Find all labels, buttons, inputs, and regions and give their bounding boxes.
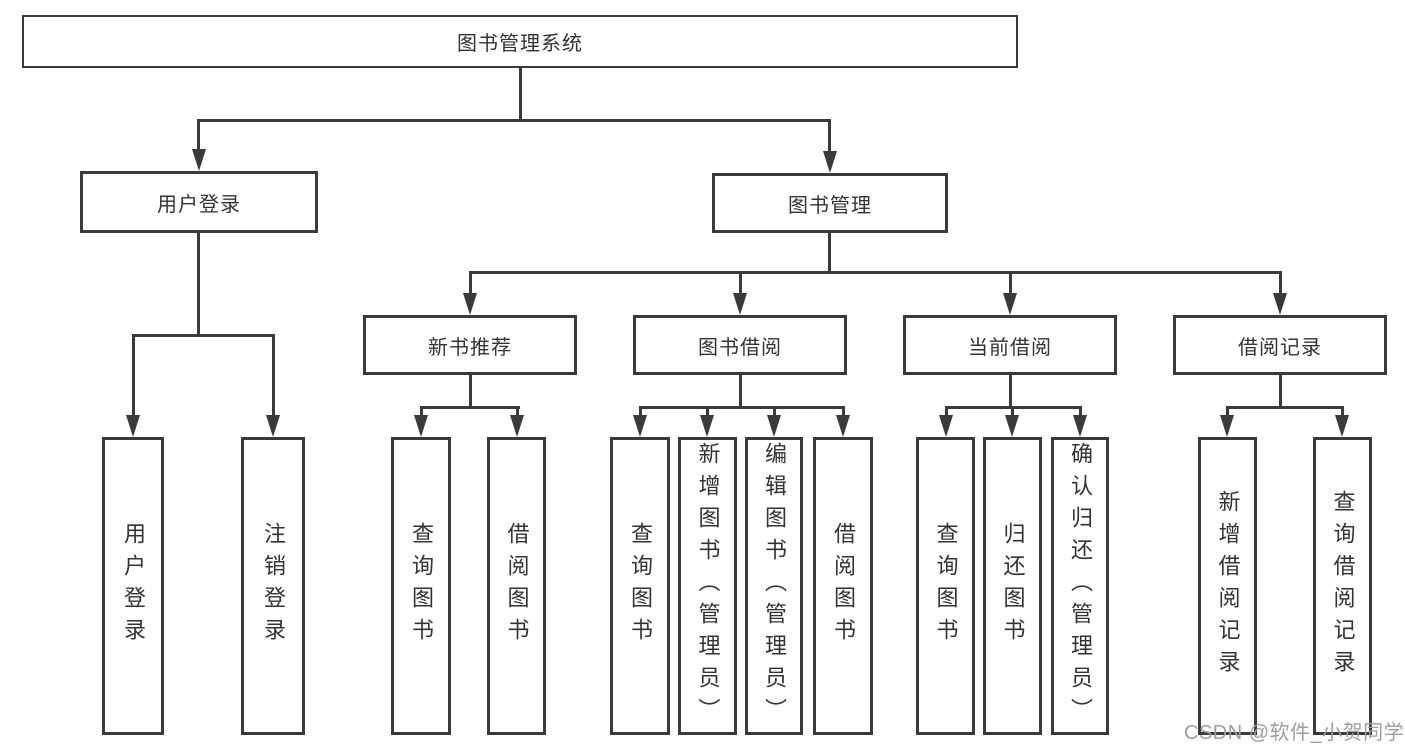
connector-borrow-records-trunk <box>1279 375 1282 409</box>
connector-book-borrow-bar <box>639 406 845 409</box>
connector-stub-user-login <box>197 119 200 151</box>
node-label: 新增图书（管理员） <box>695 442 721 730</box>
node-system-root: 图书管理系统 <box>22 15 1018 68</box>
arrow-down-icon <box>126 415 140 437</box>
node-label: 当前借阅 <box>968 336 1052 359</box>
arrow-down-icon <box>266 415 280 437</box>
connector-new-books-bar <box>420 406 520 409</box>
connector-root-trunk <box>519 68 522 120</box>
connector-stub-new-books <box>469 271 472 295</box>
connector-stub <box>639 406 642 417</box>
connector-stub <box>1011 406 1014 417</box>
node-new-book-recommend: 新书推荐 <box>363 315 577 375</box>
connector-stub <box>945 406 948 417</box>
leaf-return-book: 归还图书 <box>983 437 1042 735</box>
connector-stub <box>420 406 423 417</box>
arrow-down-icon <box>1005 415 1019 437</box>
connector-new-books-trunk <box>469 375 472 409</box>
arrow-down-icon <box>510 415 524 437</box>
connector-stub-borrow-records <box>1279 271 1282 295</box>
connector-stub <box>1079 406 1082 417</box>
connector-stub-book-mgmt <box>828 119 831 153</box>
connector-stub-leaf-user-login <box>132 334 135 417</box>
leaf-add-book-admin: 新增图书（管理员） <box>678 437 737 735</box>
arrow-down-icon <box>700 415 714 437</box>
leaf-add-borrow-record: 新增借阅记录 <box>1198 437 1257 735</box>
node-label: 新增借阅记录 <box>1215 490 1241 682</box>
leaf-query-books-borrow: 查询图书 <box>610 437 670 735</box>
arrow-down-icon <box>1003 293 1017 315</box>
leaf-query-borrow-record: 查询借阅记录 <box>1313 437 1372 735</box>
node-label: 查询图书 <box>628 522 653 650</box>
arrow-down-icon <box>733 293 747 315</box>
arrow-down-icon <box>414 415 428 437</box>
connector-stub <box>1341 406 1344 417</box>
leaf-borrow-books: 借阅图书 <box>813 437 873 735</box>
connector-user-login-trunk <box>197 233 200 337</box>
connector-book-mgmt-bar <box>469 271 1282 274</box>
arrow-down-icon <box>836 415 850 437</box>
node-label: 借阅图书 <box>831 522 856 650</box>
arrow-down-icon <box>1273 293 1287 315</box>
node-label: 查询图书 <box>933 522 959 650</box>
node-label: 借阅记录 <box>1238 336 1322 359</box>
arrow-down-icon <box>823 151 837 173</box>
node-label: 借阅图书 <box>504 522 530 650</box>
connector-stub <box>842 406 845 417</box>
connector-stub <box>706 406 709 417</box>
node-label: 图书管理系统 <box>457 33 583 55</box>
node-label: 图书管理 <box>788 194 872 217</box>
leaf-confirm-return-admin: 确认归还（管理员） <box>1051 437 1109 735</box>
node-label: 查询借阅记录 <box>1330 490 1356 682</box>
node-label: 归还图书 <box>1000 522 1026 650</box>
arrow-down-icon <box>633 415 647 437</box>
arrow-down-icon <box>1073 415 1087 437</box>
connector-current-borrow-trunk <box>1009 375 1012 409</box>
arrow-down-icon <box>463 293 477 315</box>
node-label: 用户登录 <box>121 522 146 650</box>
node-label: 用户登录 <box>157 193 241 216</box>
connector-user-login-bar <box>132 334 275 337</box>
node-label: 确认归还（管理员） <box>1068 442 1093 730</box>
node-label: 编辑图书（管理员） <box>762 442 787 730</box>
connector-stub-current-borrow <box>1009 271 1012 295</box>
node-label: 图书借阅 <box>698 336 782 359</box>
arrow-down-icon <box>192 149 206 171</box>
leaf-borrow-books-recommend: 借阅图书 <box>487 437 546 735</box>
node-label: 查询图书 <box>409 522 434 650</box>
arrow-down-icon <box>767 415 781 437</box>
node-label: 新书推荐 <box>428 336 512 359</box>
connector-stub <box>1226 406 1229 417</box>
node-book-borrow: 图书借阅 <box>633 315 847 375</box>
connector-stub-book-borrow <box>739 271 742 295</box>
leaf-query-books-current: 查询图书 <box>916 437 975 735</box>
node-book-management: 图书管理 <box>712 173 948 233</box>
arrow-down-icon <box>1220 415 1234 437</box>
connector-stub <box>773 406 776 417</box>
connector-stub-leaf-logout <box>272 334 275 417</box>
arrow-down-icon <box>1335 415 1349 437</box>
leaf-query-books-recommend: 查询图书 <box>391 437 451 735</box>
node-user-login: 用户登录 <box>80 171 318 233</box>
csdn-watermark: CSDN @软件_小贺同学 <box>1184 722 1405 744</box>
node-borrow-records: 借阅记录 <box>1173 315 1387 375</box>
connector-borrow-records-bar <box>1226 406 1344 409</box>
node-current-borrow: 当前借阅 <box>903 315 1117 375</box>
leaf-edit-book-admin: 编辑图书（管理员） <box>745 437 803 735</box>
node-label: 注销登录 <box>261 522 286 650</box>
connector-book-mgmt-trunk <box>828 233 831 274</box>
arrow-down-icon <box>939 415 953 437</box>
leaf-user-login: 用户登录 <box>102 437 164 735</box>
connector-root-bar <box>197 119 831 122</box>
connector-book-borrow-trunk <box>739 375 742 409</box>
leaf-logout-login: 注销登录 <box>241 437 305 735</box>
connector-stub <box>516 406 519 417</box>
